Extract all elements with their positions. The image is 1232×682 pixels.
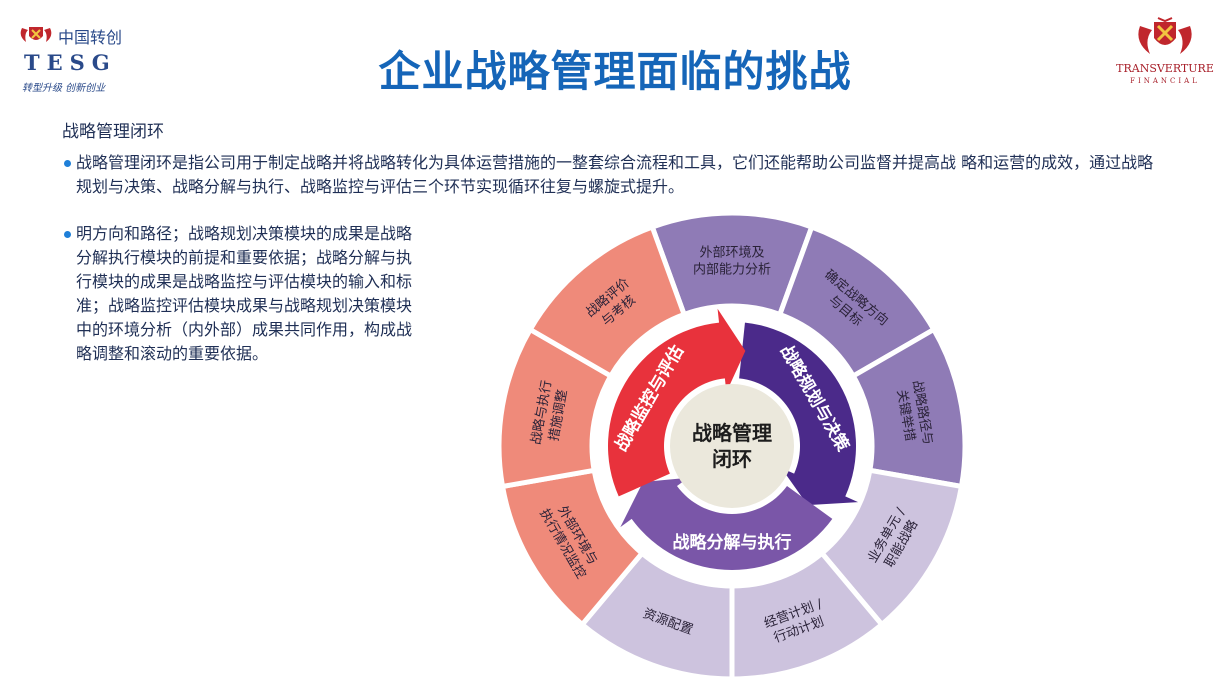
page-title: 企业战略管理面临的挑战 [378, 47, 852, 96]
bullet-item: 明方向和路径；战略规划决策模块的成果是战略分解执行模块的前提和重要依据；战略分解… [64, 222, 426, 366]
bullet-dot-icon [64, 231, 71, 238]
logo-right-sub: FINANCIAL [1130, 77, 1200, 85]
tesg-emblem-icon [20, 27, 52, 42]
bullet-item: 战略管理闭环是指公司用于制定战略并将战略转化为具体运营措施的一整套综合流程和工具… [64, 151, 1166, 199]
segment-label-line: 内部能力分析 [693, 262, 771, 278]
logo-slogan: 转型升级 创新创业 [22, 83, 106, 94]
cycle-arrow [739, 322, 859, 506]
center-label: 战略管理 [692, 421, 772, 445]
outer-segment [526, 223, 688, 380]
center-label: 闭环 [712, 447, 752, 471]
transverture-emblem-icon [1138, 17, 1192, 54]
segment-label-line: 外部环境及 [699, 246, 764, 261]
logo-cn-name: 中国转创 [58, 28, 123, 47]
cycle-arrow [608, 308, 746, 497]
cycle-arrow-label: 战略分解与执行 [673, 532, 792, 553]
strategy-cycle-diagram: 外部环境及内部能力分析确定战略方向与目标战略路径与关键举措业务单元 /职能战略经… [496, 210, 968, 680]
bullet-dot-icon [64, 160, 71, 167]
section-heading: 战略管理闭环 [62, 122, 164, 142]
bullet-text: 战略管理闭环是指公司用于制定战略并将战略转化为具体运营措施的一整套综合流程和工具… [76, 153, 1154, 196]
center-circle [670, 384, 794, 508]
bullet-text: 明方向和路径；战略规划决策模块的成果是战略分解执行模块的前提和重要依据；战略分解… [76, 224, 413, 363]
tesg-logo: 中国转创 TESG 转型升级 创新创业 [18, 22, 148, 94]
transverture-logo: TRANSVERTURE FINANCIAL [1110, 16, 1220, 88]
logo-right-name: TRANSVERTURE [1116, 62, 1214, 75]
logo-brand: TESG [24, 50, 117, 75]
cycle-arrow [620, 477, 833, 570]
